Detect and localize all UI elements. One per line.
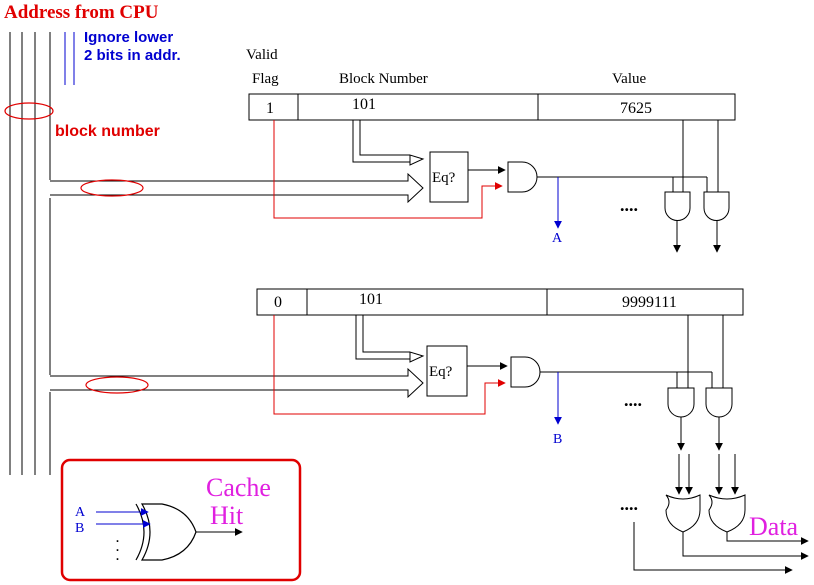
line1-value: 7625 — [620, 100, 652, 117]
output-or-gates: .... — [620, 454, 809, 574]
line1-bus-ellipse — [80, 179, 144, 197]
header-flag: Flag — [252, 71, 279, 87]
legend-dots-2: . — [116, 540, 119, 554]
cache-line-2: 0 101 9999111 Eq? B .... — [50, 288, 744, 451]
output-ellipsis: .... — [620, 494, 638, 514]
line1-ellipsis: .... — [620, 195, 638, 215]
header-block-number: Block Number — [339, 71, 428, 87]
title: Address from CPU — [4, 2, 159, 23]
output-label: Data — [749, 512, 799, 541]
legend-input-a: A — [75, 505, 86, 520]
line2-value: 9999111 — [622, 294, 677, 311]
ignore-note-line-1: Ignore lower — [84, 29, 173, 46]
legend-dots-3: . — [116, 549, 119, 563]
block-number-ellipse — [4, 102, 54, 120]
block-number-label: block number — [55, 123, 160, 140]
line2-valid: 0 — [274, 294, 282, 311]
legend-title-line-2: Hit — [210, 501, 244, 530]
header-value: Value — [612, 71, 646, 87]
cache-hit-legend: A B . . . Cache Hit — [60, 458, 302, 582]
line2-hit-signal: B — [553, 432, 562, 447]
line1-hit-signal: A — [552, 231, 563, 246]
line2-block: 101 — [359, 291, 383, 308]
line2-ellipsis: .... — [624, 390, 642, 410]
cache-line-1: 1 101 7625 Eq? A .... — [50, 93, 736, 253]
ignore-note-line-2: 2 bits in addr. — [84, 47, 181, 64]
legend-input-b: B — [75, 521, 84, 536]
legend-dots: . — [116, 531, 119, 545]
ignored-bits — [64, 32, 75, 85]
header-valid: Valid — [246, 47, 278, 63]
line2-bus-ellipse — [85, 376, 149, 394]
legend-title-line-1: Cache — [206, 473, 271, 502]
address-bus — [9, 32, 51, 475]
line1-comparator: Eq? — [432, 170, 456, 186]
line1-block: 101 — [352, 96, 376, 113]
line2-comparator: Eq? — [429, 364, 453, 380]
line1-valid: 1 — [266, 100, 274, 117]
